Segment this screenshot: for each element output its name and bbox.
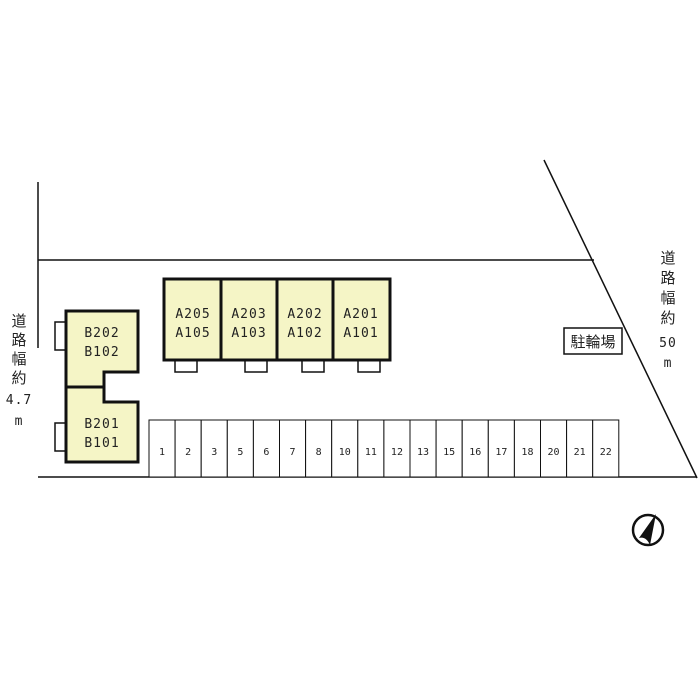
left-road-unit: m	[15, 414, 24, 429]
parking-space-number: 17	[495, 447, 507, 458]
parking-space[interactable]: 2	[174, 419, 202, 478]
right-road-width: 50	[659, 336, 677, 351]
parking-space-number: 3	[211, 447, 217, 458]
parking-space[interactable]: 15	[435, 419, 463, 478]
unit-upper-label: B202	[84, 326, 119, 341]
right-road-char: 幅	[660, 289, 675, 307]
right-road-char: 道	[660, 249, 675, 267]
parking-space[interactable]: 12	[383, 419, 411, 478]
parking-space[interactable]: 8	[305, 419, 333, 478]
parking-space-number: 21	[574, 447, 586, 458]
parking-space[interactable]: 16	[461, 419, 489, 478]
unit-lower-label: A101	[343, 326, 378, 341]
unit-upper-label: A201	[343, 307, 378, 322]
parking-space[interactable]: 10	[331, 419, 359, 478]
left-road-char: 道	[11, 312, 26, 330]
unit-lower-label: B101	[84, 436, 119, 451]
parking-space-number: 11	[365, 447, 377, 458]
unit-b201-b101[interactable]: B201 B101	[84, 417, 119, 451]
building-a: A205 A105 A203 A103 A202 A102 A201 A101	[162, 277, 392, 373]
unit-upper-label: A203	[231, 307, 266, 322]
balcony	[244, 359, 268, 373]
parking-space-number: 13	[417, 447, 429, 458]
bicycle-parking: 駐輪場	[563, 327, 623, 355]
parking-space[interactable]: 11	[357, 419, 385, 478]
left-road-char: 路	[11, 331, 26, 349]
unit-lower-label: B102	[84, 345, 119, 360]
unit-a203-a103[interactable]: A203 A103	[231, 307, 266, 341]
parking-space-number: 8	[316, 447, 322, 458]
parking-space[interactable]: 13	[409, 419, 437, 478]
right-road-char: 路	[660, 269, 675, 287]
right-road-label: 道 路 幅 約 50 m	[659, 249, 677, 371]
parking-space[interactable]: 5	[226, 419, 254, 478]
parking-space[interactable]: 1	[148, 419, 176, 478]
unit-upper-label: A205	[175, 307, 210, 322]
parking-space-number: 5	[237, 447, 243, 458]
unit-a201-a101[interactable]: A201 A101	[343, 307, 378, 341]
left-road-char: 約	[11, 369, 26, 387]
bicycle-parking-label: 駐輪場	[570, 333, 615, 351]
parking-space-number: 6	[263, 447, 269, 458]
parking-space[interactable]: 7	[279, 419, 307, 478]
right-road-edge	[543, 159, 698, 479]
balcony	[301, 359, 325, 373]
parking-space-number: 18	[521, 447, 533, 458]
north-arrow-icon	[631, 513, 665, 547]
parking-space-number: 12	[391, 447, 403, 458]
unit-lower-label: A105	[175, 326, 210, 341]
left-road-char: 幅	[11, 350, 26, 368]
unit-lower-label: A102	[287, 326, 322, 341]
balcony	[54, 422, 67, 452]
parking-space-number: 16	[469, 447, 481, 458]
unit-b202-b102[interactable]: B202 B102	[84, 326, 119, 360]
right-road-char: 約	[660, 309, 675, 327]
parking-space-number: 22	[600, 447, 612, 458]
unit-a205-a105[interactable]: A205 A105	[175, 307, 210, 341]
parking-space[interactable]: 3	[200, 419, 228, 478]
left-road-label: 道 路 幅 約 4.7 m	[6, 312, 32, 429]
unit-a202-a102[interactable]: A202 A102	[287, 307, 322, 341]
unit-upper-label: A202	[287, 307, 322, 322]
balcony	[54, 321, 67, 351]
left-road-width: 4.7	[6, 393, 32, 408]
building-b: B202 B102 B201 B101	[54, 309, 140, 464]
parking-space-number: 20	[548, 447, 560, 458]
unit-lower-label: A103	[231, 326, 266, 341]
parking-space[interactable]: 18	[513, 419, 542, 478]
parking-space[interactable]: 17	[487, 419, 515, 478]
balcony	[357, 359, 381, 373]
right-road-unit: m	[664, 356, 673, 371]
parking-space[interactable]: 22	[592, 419, 620, 478]
parking-space-number: 1	[159, 447, 165, 458]
parking-space[interactable]: 6	[252, 419, 280, 478]
parking-space[interactable]: 20	[540, 419, 568, 478]
parking-space-number: 2	[185, 447, 191, 458]
unit-upper-label: B201	[84, 417, 119, 432]
parking-space-number: 7	[290, 447, 296, 458]
parking-space-number: 15	[443, 447, 455, 458]
parking-space[interactable]: 21	[566, 419, 594, 478]
parking-space-number: 10	[339, 447, 351, 458]
balcony	[174, 359, 198, 373]
